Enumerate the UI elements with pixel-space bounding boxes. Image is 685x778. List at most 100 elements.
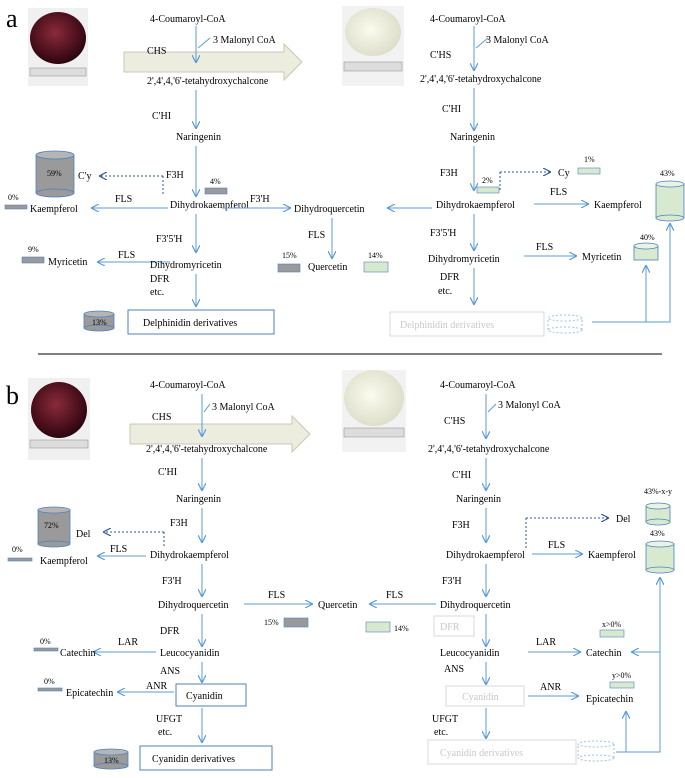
- b-white-del-cylinder: [645, 502, 671, 526]
- b-white-cyanidin: Cyanidin: [462, 692, 499, 703]
- b-qpct-red: 15%: [264, 618, 279, 627]
- a-red-malonyl: 3 Malonyl CoA: [213, 35, 277, 46]
- a-white-k-cylinder: [655, 180, 685, 222]
- a-red-myricetin: Myricetin: [48, 257, 87, 268]
- a-red-kpct: 0%: [8, 193, 19, 202]
- b-white-lar: LAR: [536, 637, 556, 648]
- b-white-chalcone: 2',4',4,'6'-tetahydroxychalcone: [428, 444, 550, 455]
- a-red-cy: C'y: [78, 171, 91, 182]
- a-white-dhk: Dihydrokaempferol: [436, 200, 515, 211]
- a-white-dfr: DFR: [440, 272, 460, 283]
- b-white-ufgt: UFGT: [432, 714, 458, 725]
- b-red-epct: 0%: [44, 677, 55, 686]
- b-white-malonyl: 3 Malonyl CoA: [498, 400, 562, 411]
- a-red-chi: C'HI: [152, 111, 171, 122]
- b-white-anr: ANR: [540, 682, 561, 693]
- a-red-etc: etc.: [150, 287, 164, 298]
- panel-a-big-arrow: [123, 42, 303, 82]
- a-white-kpct: 43%: [660, 169, 675, 178]
- b-white-chi: C'HI: [452, 470, 471, 481]
- b-red-ans: ANS: [160, 666, 180, 677]
- b-white-cyder: Cyanidin derivatives: [440, 748, 523, 759]
- a-white-f3p5h: F3'5'H: [430, 228, 456, 239]
- b-red-kpct: 0%: [12, 545, 23, 554]
- b-red-chi: C'HI: [158, 467, 177, 478]
- a-white-etc: etc.: [438, 286, 452, 297]
- a-red-start: 4-Coumaroyl-CoA: [150, 14, 226, 25]
- b-red-dhk: Dihydrokaempferol: [150, 550, 229, 561]
- a-red-chs: CHS: [147, 46, 166, 57]
- b-white-kpct: 43%: [650, 529, 665, 538]
- a-white-malonyl: 3 Malonyl CoA: [486, 35, 550, 46]
- panel-a-letter: a: [6, 4, 18, 33]
- b-red-dhq: Dihydroquercetin: [158, 600, 229, 611]
- b-red-del-cylinder: [37, 506, 71, 548]
- b-red-catechin: Catechin: [60, 648, 96, 659]
- b-red-etc: etc.: [158, 727, 172, 738]
- b-white-dfr: DFR: [440, 622, 460, 633]
- a-qpct-red: 15%: [282, 251, 297, 260]
- b-red-leuco: Leucocyanidin: [160, 648, 219, 659]
- b-white-dhq: Dihydroquercetin: [440, 600, 511, 611]
- b-red-dfr: DFR: [160, 626, 180, 637]
- a-red-cy-cylinder: [35, 150, 75, 198]
- a-white-fls1: FLS: [550, 187, 567, 198]
- a-white-mpct: 40%: [640, 233, 655, 242]
- a-white-naringenin: Naringenin: [450, 132, 495, 143]
- b-white-f3h: F3H: [452, 520, 470, 531]
- b-white-f3ph: F3'H: [442, 576, 462, 587]
- b-white-cyder-cylinder: [577, 740, 615, 762]
- b-red-lar: LAR: [118, 637, 138, 648]
- b-white-fls2: FLS: [386, 590, 403, 601]
- b-white-del: Del: [616, 514, 631, 525]
- a-white-cypct: 1%: [584, 155, 595, 164]
- b-red-cyder-box: [139, 745, 273, 771]
- b-red-cyder-cylinder: [93, 748, 129, 770]
- b-red-onion-photo: [28, 378, 90, 460]
- a-white-delph-cylinder: [547, 314, 583, 334]
- a-red-f3p5h: F3'5'H: [156, 234, 182, 245]
- a-red-fls1: FLS: [115, 194, 132, 205]
- a-red-dhk: Dihydrokaempferol: [170, 200, 249, 211]
- b-white-epct: y>0%: [612, 671, 632, 680]
- b-red-cyder: Cyanidin derivatives: [152, 754, 235, 765]
- b-white-cyder-box: [427, 739, 577, 765]
- b-white-ans: ANS: [444, 664, 464, 675]
- a-red-mpct: 9%: [28, 245, 39, 254]
- b-red-fls1: FLS: [110, 544, 127, 555]
- a-red-dhm: Dihydromyricetin: [150, 260, 222, 271]
- b-white-kaempferol: Kaempferol: [588, 550, 636, 561]
- a-white-kaempferol: Kaempferol: [594, 200, 642, 211]
- a-white-cy: Cy: [558, 168, 570, 179]
- a-white-fls2: FLS: [536, 242, 553, 253]
- b-red-epicatechin: Epicatechin: [66, 688, 113, 699]
- panel-b-letter: b: [6, 381, 19, 410]
- a-red-f3h: F3H: [166, 170, 184, 181]
- b-white-naringenin: Naringenin: [456, 494, 501, 505]
- b-red-del: Del: [76, 529, 91, 540]
- a-red-dfr: DFR: [150, 274, 170, 285]
- a-qpct-white: 14%: [368, 251, 383, 260]
- a-white-myricetin: Myricetin: [582, 252, 621, 263]
- a-red-chalcone: 2',4',4,'6'-tetahydroxychalcone: [147, 76, 269, 87]
- b-white-leuco: Leucocyanidin: [440, 648, 499, 659]
- a-red-delph: Delphinidin derivatives: [143, 318, 237, 329]
- a-white-chs: C'HS: [430, 50, 451, 61]
- a-white-delph: Delphinidin derivatives: [400, 320, 494, 331]
- b-red-delpct: 72%: [44, 521, 59, 530]
- b-white-fls1: FLS: [548, 540, 565, 551]
- white-onion-photo: [342, 6, 404, 86]
- b-qpct-white: 14%: [394, 624, 409, 633]
- a-red-delpct: 13%: [92, 318, 107, 327]
- b-white-dfr-box: [433, 615, 475, 637]
- b-red-f3h: F3H: [170, 518, 188, 529]
- b-white-start: 4-Coumaroyl-CoA: [440, 380, 516, 391]
- a-white-start: 4-Coumaroyl-CoA: [430, 14, 506, 25]
- a-red-cypct: 59%: [47, 169, 62, 178]
- b-red-malonyl: 3 Malonyl CoA: [212, 402, 276, 413]
- a-white-delph-box: [389, 311, 545, 337]
- b-red-ufgt: UFGT: [156, 714, 182, 725]
- b-red-anr: ANR: [146, 681, 167, 692]
- b-white-etc: etc.: [434, 727, 448, 738]
